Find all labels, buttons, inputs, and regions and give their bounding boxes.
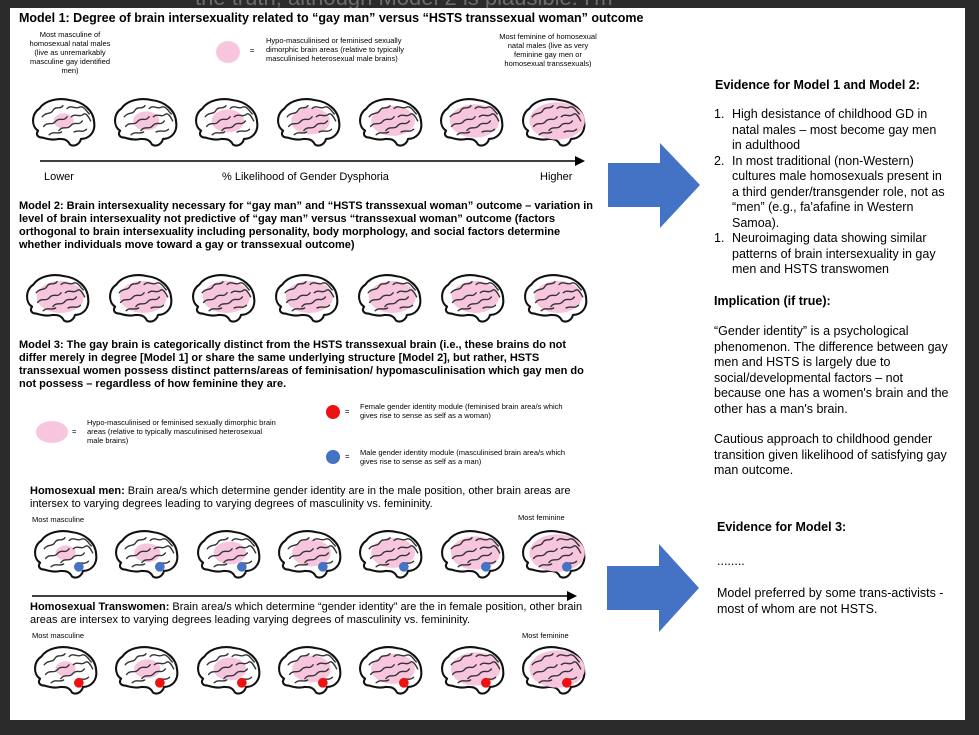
evidence12-item-2: 2. In most traditional (non-Western) cul… <box>714 153 945 230</box>
transwomen-brain-5 <box>359 646 423 695</box>
implication-text: “Gender identity” is a psychological phe… <box>714 324 949 416</box>
model1-legend-text: Hypo-masculinised or feminised sexually … <box>266 36 404 63</box>
caution-text: Cautious approach to childhood gender tr… <box>714 432 947 477</box>
model3-legend-pink-swatch <box>36 421 68 443</box>
transwomen-brain-4 <box>278 646 342 695</box>
model1-axis-higher: Higher <box>540 171 573 183</box>
model2-brain-4 <box>275 274 339 323</box>
model3-legend-blue-dot <box>326 450 340 464</box>
model1-brain-5 <box>358 98 422 147</box>
tw-most-masculine: Most masculine <box>32 631 85 640</box>
model2-title: Model 2: Brain intersexuality necessary … <box>19 200 594 251</box>
model1-right-note: Most feminine of homosexual natal males … <box>499 32 597 68</box>
model2-brain-2 <box>109 274 173 323</box>
men-most-masculine: Most masculine <box>32 515 85 524</box>
model1-brain-2 <box>113 98 178 147</box>
homosexual-men-brain-6 <box>440 530 505 579</box>
model2-brain-6 <box>441 274 505 323</box>
model2-brain-5 <box>358 274 422 323</box>
model2-brain-1 <box>26 274 90 323</box>
evidence3-text: Model preferred by some trans-activists … <box>717 586 944 616</box>
homosexual-men-brain-7 <box>521 530 586 579</box>
homosexual-men-brain-1 <box>34 530 98 579</box>
model3-legend-red-dot <box>326 405 340 419</box>
model1-legend-pink-swatch <box>216 41 240 63</box>
implication-title: Implication (if true): <box>714 294 831 308</box>
model3-legend-blue-text: Male gender identity module (masculinise… <box>360 448 566 466</box>
model1-brain-1 <box>32 98 96 147</box>
transwomen-brain-row <box>30 644 588 698</box>
transwomen-label: Homosexual Transwomen: <box>30 601 170 613</box>
model1-axis-lower: Lower <box>44 171 74 183</box>
evidence12-item-1: 1.High desistance of childhood GD in nat… <box>714 107 937 152</box>
men-axis-arrow <box>32 591 577 601</box>
evidence12-item-3: 1. Neuroimaging data showing similar pat… <box>714 231 936 276</box>
evidence3-title: Evidence for Model 3: <box>717 520 847 534</box>
window-bottom-bar <box>0 720 979 735</box>
transwomen-description: Homosexual Transwomen: Brain area/s whic… <box>30 601 595 627</box>
homosexual-men-brain-3 <box>196 530 261 579</box>
transwomen-text: Brain area/s which determine “gender ide… <box>30 601 583 626</box>
model1-brain-4 <box>276 98 341 147</box>
model3-legend-pink-text: Hypo-masculinised or feminised sexually … <box>87 418 276 445</box>
model1-legend-equals: = <box>250 46 255 55</box>
model1-axis-mid: % Likelihood of Gender Dysphoria <box>222 171 389 183</box>
men-most-feminine: Most feminine <box>518 513 565 522</box>
homosexual-men-brain-4 <box>278 530 342 579</box>
transwomen-brain-7 <box>521 646 586 695</box>
model1-brain-6 <box>440 98 504 147</box>
transwomen-brain-3 <box>196 646 261 695</box>
slide-canvas: Model 1: Degree of brain intersexuality … <box>10 8 965 720</box>
transwomen-brain-1 <box>34 646 98 695</box>
model3-big-arrow <box>607 544 699 632</box>
model3-legend-pink-equals: = <box>72 427 77 436</box>
model12-big-arrow <box>608 143 700 228</box>
model1-axis-arrow <box>40 156 585 166</box>
homosexual-men-text: Brain area/s which determine gender iden… <box>30 485 571 510</box>
tw-most-feminine: Most feminine <box>522 631 569 640</box>
homosexual-men-description: Homosexual men: Brain area/s which deter… <box>30 485 595 511</box>
model3-legend-red-equals: = <box>345 407 350 416</box>
transwomen-brain-2 <box>115 646 179 695</box>
homosexual-men-brain-5 <box>359 530 423 579</box>
window-top-strip <box>0 0 979 10</box>
evidence3-dots: ........ <box>717 554 745 568</box>
model2-brain-7 <box>524 274 588 323</box>
transwomen-brain-6 <box>440 646 505 695</box>
homosexual-men-brain-row <box>30 528 588 582</box>
homosexual-men-brain-2 <box>115 530 179 579</box>
homosexual-men-label: Homosexual men: <box>30 485 125 497</box>
model2-brain-row <box>22 272 590 326</box>
model3-legend-blue-equals: = <box>345 452 350 461</box>
model3-title: Model 3: The gay brain is categorically … <box>19 339 584 390</box>
model1-brain-7 <box>521 98 586 147</box>
model2-brain-3 <box>192 274 256 323</box>
evidence12-list: 1.High desistance of childhood GD in nat… <box>714 107 949 278</box>
model1-title: Model 1: Degree of brain intersexuality … <box>19 11 644 25</box>
evidence12-title: Evidence for Model 1 and Model 2: <box>715 78 920 92</box>
model3-legend-red-text: Female gender identity module (feminised… <box>360 402 563 420</box>
model1-brain-3 <box>195 98 259 147</box>
background-slide-text: the truth, although Model 2 is plausible… <box>195 0 613 11</box>
model1-left-note: Most masculine of homosexual natal males… <box>29 30 111 75</box>
model1-brain-row <box>28 96 588 150</box>
